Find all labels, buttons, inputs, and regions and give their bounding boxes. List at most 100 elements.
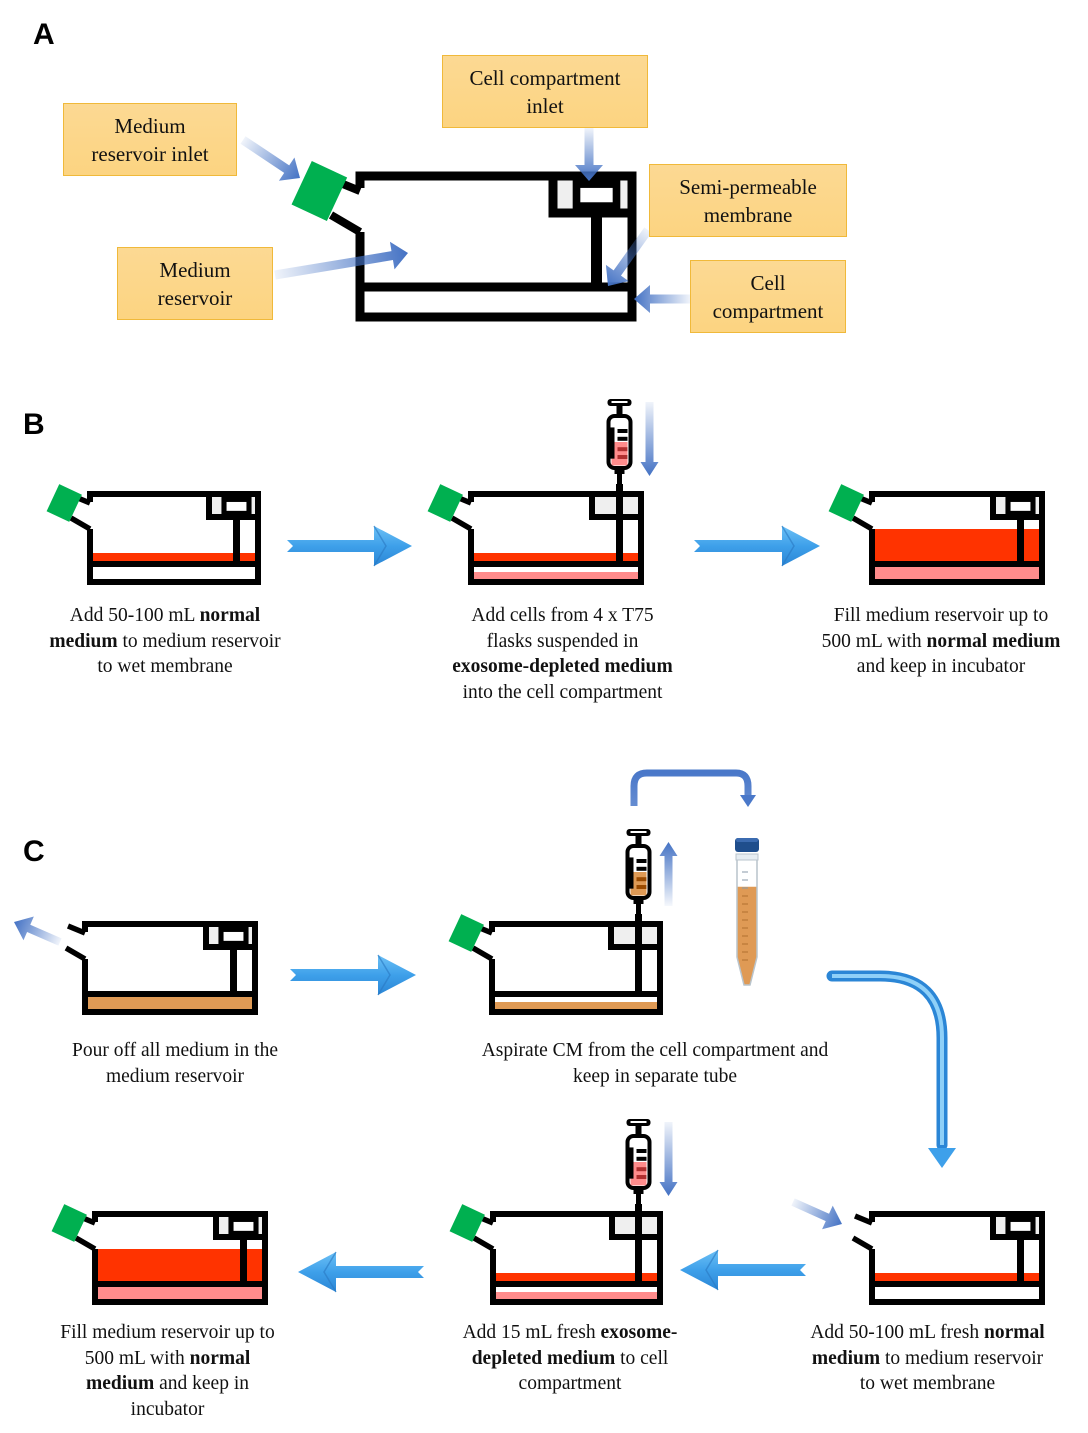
cell-inlet-tube (240, 1234, 247, 1284)
cell-inlet-outline (548, 176, 632, 218)
flow-arrow-bevel (705, 1249, 719, 1291)
cell-inlet-outline (203, 924, 255, 950)
cell-compartment-medium (495, 1002, 657, 1009)
panel-letter-b: B (23, 408, 45, 441)
curved-arrow-highlight (832, 974, 944, 1145)
flask-body-outline (92, 1211, 268, 1305)
syringe-thumb-highlight (630, 831, 647, 833)
flask-b-step-2 (427, 399, 659, 585)
arrow-to-semi-permeable-membrane (605, 227, 652, 287)
caption-text: compartment (518, 1373, 622, 1394)
caption-b-step-3: Fill medium reservoir up to 500 mL with n… (795, 603, 1087, 680)
curved-arrow-head (928, 1148, 956, 1168)
syringe-plunger (635, 834, 642, 848)
syringe-mark (617, 436, 628, 441)
caption-emphasis: normal medium (926, 630, 1061, 652)
syringe-mark (610, 427, 615, 459)
cell-inlet-tube (616, 484, 623, 564)
caption-text: Fill medium reservoir up to (60, 1322, 275, 1343)
arrow-shape (274, 241, 408, 280)
flask-c-step-5 (51, 1204, 268, 1305)
panel-letter-c: C (23, 835, 45, 868)
caption-text: into the cell compartment (462, 681, 663, 703)
caption-text: Add 15 mL fresh (462, 1322, 601, 1343)
caption-text: Add 50-100 mL (69, 605, 200, 626)
flask-body-outline (869, 491, 1045, 585)
cap-green (46, 484, 82, 522)
cell-inlet-tube (1017, 1234, 1024, 1284)
flask-c-step-1 (64, 921, 258, 1015)
cell-inlet-port (221, 496, 252, 516)
label-text: Medium reservoir (157, 257, 233, 310)
label-text: Cell compartment inlet (469, 65, 621, 118)
neck-lower (472, 1235, 495, 1252)
cell-compartment-medium (875, 567, 1039, 579)
arrow-shape (634, 285, 690, 313)
cell-inlet-tube (635, 914, 642, 994)
caption-text: and keep in incubator (856, 656, 1026, 677)
caption-c-step-2: Aspirate CM from the cell compartment an… (440, 1038, 870, 1089)
flow-arrow-shape (680, 1250, 806, 1290)
cap-green (51, 1204, 87, 1242)
syringe-mark (636, 1167, 647, 1172)
label-cell-compartment-inlet: Cell compartment inlet (442, 55, 648, 128)
caption-emphasis: exosome- (600, 1322, 678, 1343)
reservoir-medium (98, 1249, 262, 1284)
cell-inlet-tube (230, 944, 237, 994)
caption-text: to medium reservoir (117, 630, 281, 652)
syringe-mark (636, 859, 647, 863)
caption-emphasis: normal (189, 1347, 251, 1369)
neck-lower (471, 945, 494, 962)
caption-emphasis: normal (199, 605, 261, 626)
label-text: Cell compartment (712, 270, 824, 323)
tube-outline (736, 858, 758, 986)
arrow-up-icon (659, 842, 678, 906)
neck-lower (450, 515, 473, 532)
cell-inlet-port (1005, 496, 1036, 516)
flask-layer (46, 161, 1045, 1305)
flow-arrow-c-4-to-5 (298, 1251, 424, 1293)
flask-body-outline (869, 1211, 1045, 1305)
flow-arrow-bevel (377, 954, 391, 996)
cell-inlet-tube (635, 1204, 642, 1284)
label-medium-reservoir: Medium reservoir (117, 247, 273, 320)
caption-text: to cell (615, 1347, 669, 1369)
arrow-to-medium-reservoir (274, 241, 408, 280)
caption-text: and keep in (154, 1373, 249, 1394)
caption-emphasis: medium (49, 630, 118, 652)
flask-c-step-3 (851, 1211, 1045, 1305)
flask-body-outline (490, 1211, 663, 1305)
flask-c-step-2 (448, 829, 678, 1015)
caption-text: medium reservoir (105, 1065, 245, 1087)
arrow-syringe-to-tube (630, 769, 756, 807)
syringe-plunger (635, 1124, 642, 1138)
caption-text: Pour off all medium in the (72, 1040, 278, 1061)
cell-compartment-medium (98, 1287, 262, 1299)
arrow-shape (791, 1198, 843, 1230)
syringe-plunger (616, 404, 623, 418)
flask-body-outline (82, 921, 258, 1015)
caption-b-step-1: Add 50-100 mL normal medium to medium res… (20, 603, 310, 680)
caption-text: to medium reservoir (880, 1347, 1044, 1369)
cell-inlet-outline (990, 1214, 1042, 1240)
caption-text: keep in separate tube (572, 1065, 738, 1087)
syringe-icon (606, 399, 659, 488)
cap-green (291, 161, 348, 221)
cap-green (828, 484, 864, 522)
arrow-down-icon (659, 1122, 678, 1196)
label-cell-compartment: Cell compartment (690, 260, 846, 333)
flow-arrow-b-2-to-3 (694, 525, 820, 567)
arrow-down-icon (640, 402, 659, 476)
cell-inlet-port (228, 1216, 259, 1236)
flow-arrow-c-1-to-2 (290, 954, 416, 996)
caption-text: Fill medium reservoir up to (833, 605, 1049, 626)
flow-arrow-bevel (373, 525, 387, 567)
syringe-icon (625, 829, 678, 918)
flow-arrow-shape (287, 526, 412, 566)
caption-text: 500 mL with (821, 630, 927, 652)
flow-arrow-bevel (781, 525, 795, 567)
flask-body-outline (468, 491, 644, 585)
